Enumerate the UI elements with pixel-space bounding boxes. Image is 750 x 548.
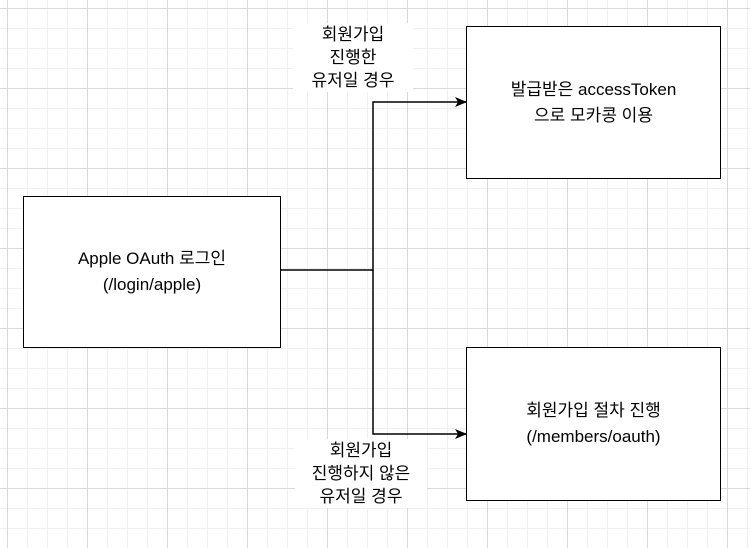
- unregistered-user-label: 회원가입 진행하지 않은 유저일 경우: [295, 439, 427, 508]
- registered-user-label-line2: 진행한: [329, 48, 377, 67]
- apple-oauth-login-box: Apple OAuth 로그인 (/login/apple): [23, 196, 281, 348]
- edge-login-to-signup: [372, 270, 467, 439]
- use-access-token-line1: 발급받은 accessToken: [510, 79, 677, 99]
- unregistered-user-label-line2: 진행하지 않은: [311, 464, 411, 483]
- signup-process-endpoint: (/members/oauth): [526, 427, 661, 446]
- registered-user-label: 회원가입 진행한 유저일 경우: [293, 23, 413, 92]
- edge-login-to-token: [280, 97, 467, 271]
- apple-oauth-login-endpoint: (/login/apple): [102, 275, 202, 294]
- signup-process-box: 회원가입 절차 진행 (/members/oauth): [466, 347, 721, 501]
- unregistered-user-label-line3: 유저일 경우: [319, 487, 403, 506]
- use-access-token-line2: 으로 모카콩 이용: [534, 105, 653, 125]
- registered-user-label-line1: 회원가입: [321, 25, 385, 44]
- registered-user-label-line3: 유저일 경우: [311, 71, 395, 90]
- signup-process-title: 회원가입 절차 진행: [526, 401, 661, 420]
- unregistered-user-label-line1: 회원가입: [329, 441, 393, 460]
- use-access-token-box: 발급받은 accessToken 으로 모카콩 이용: [466, 26, 721, 179]
- apple-oauth-login-title: Apple OAuth 로그인: [77, 249, 227, 268]
